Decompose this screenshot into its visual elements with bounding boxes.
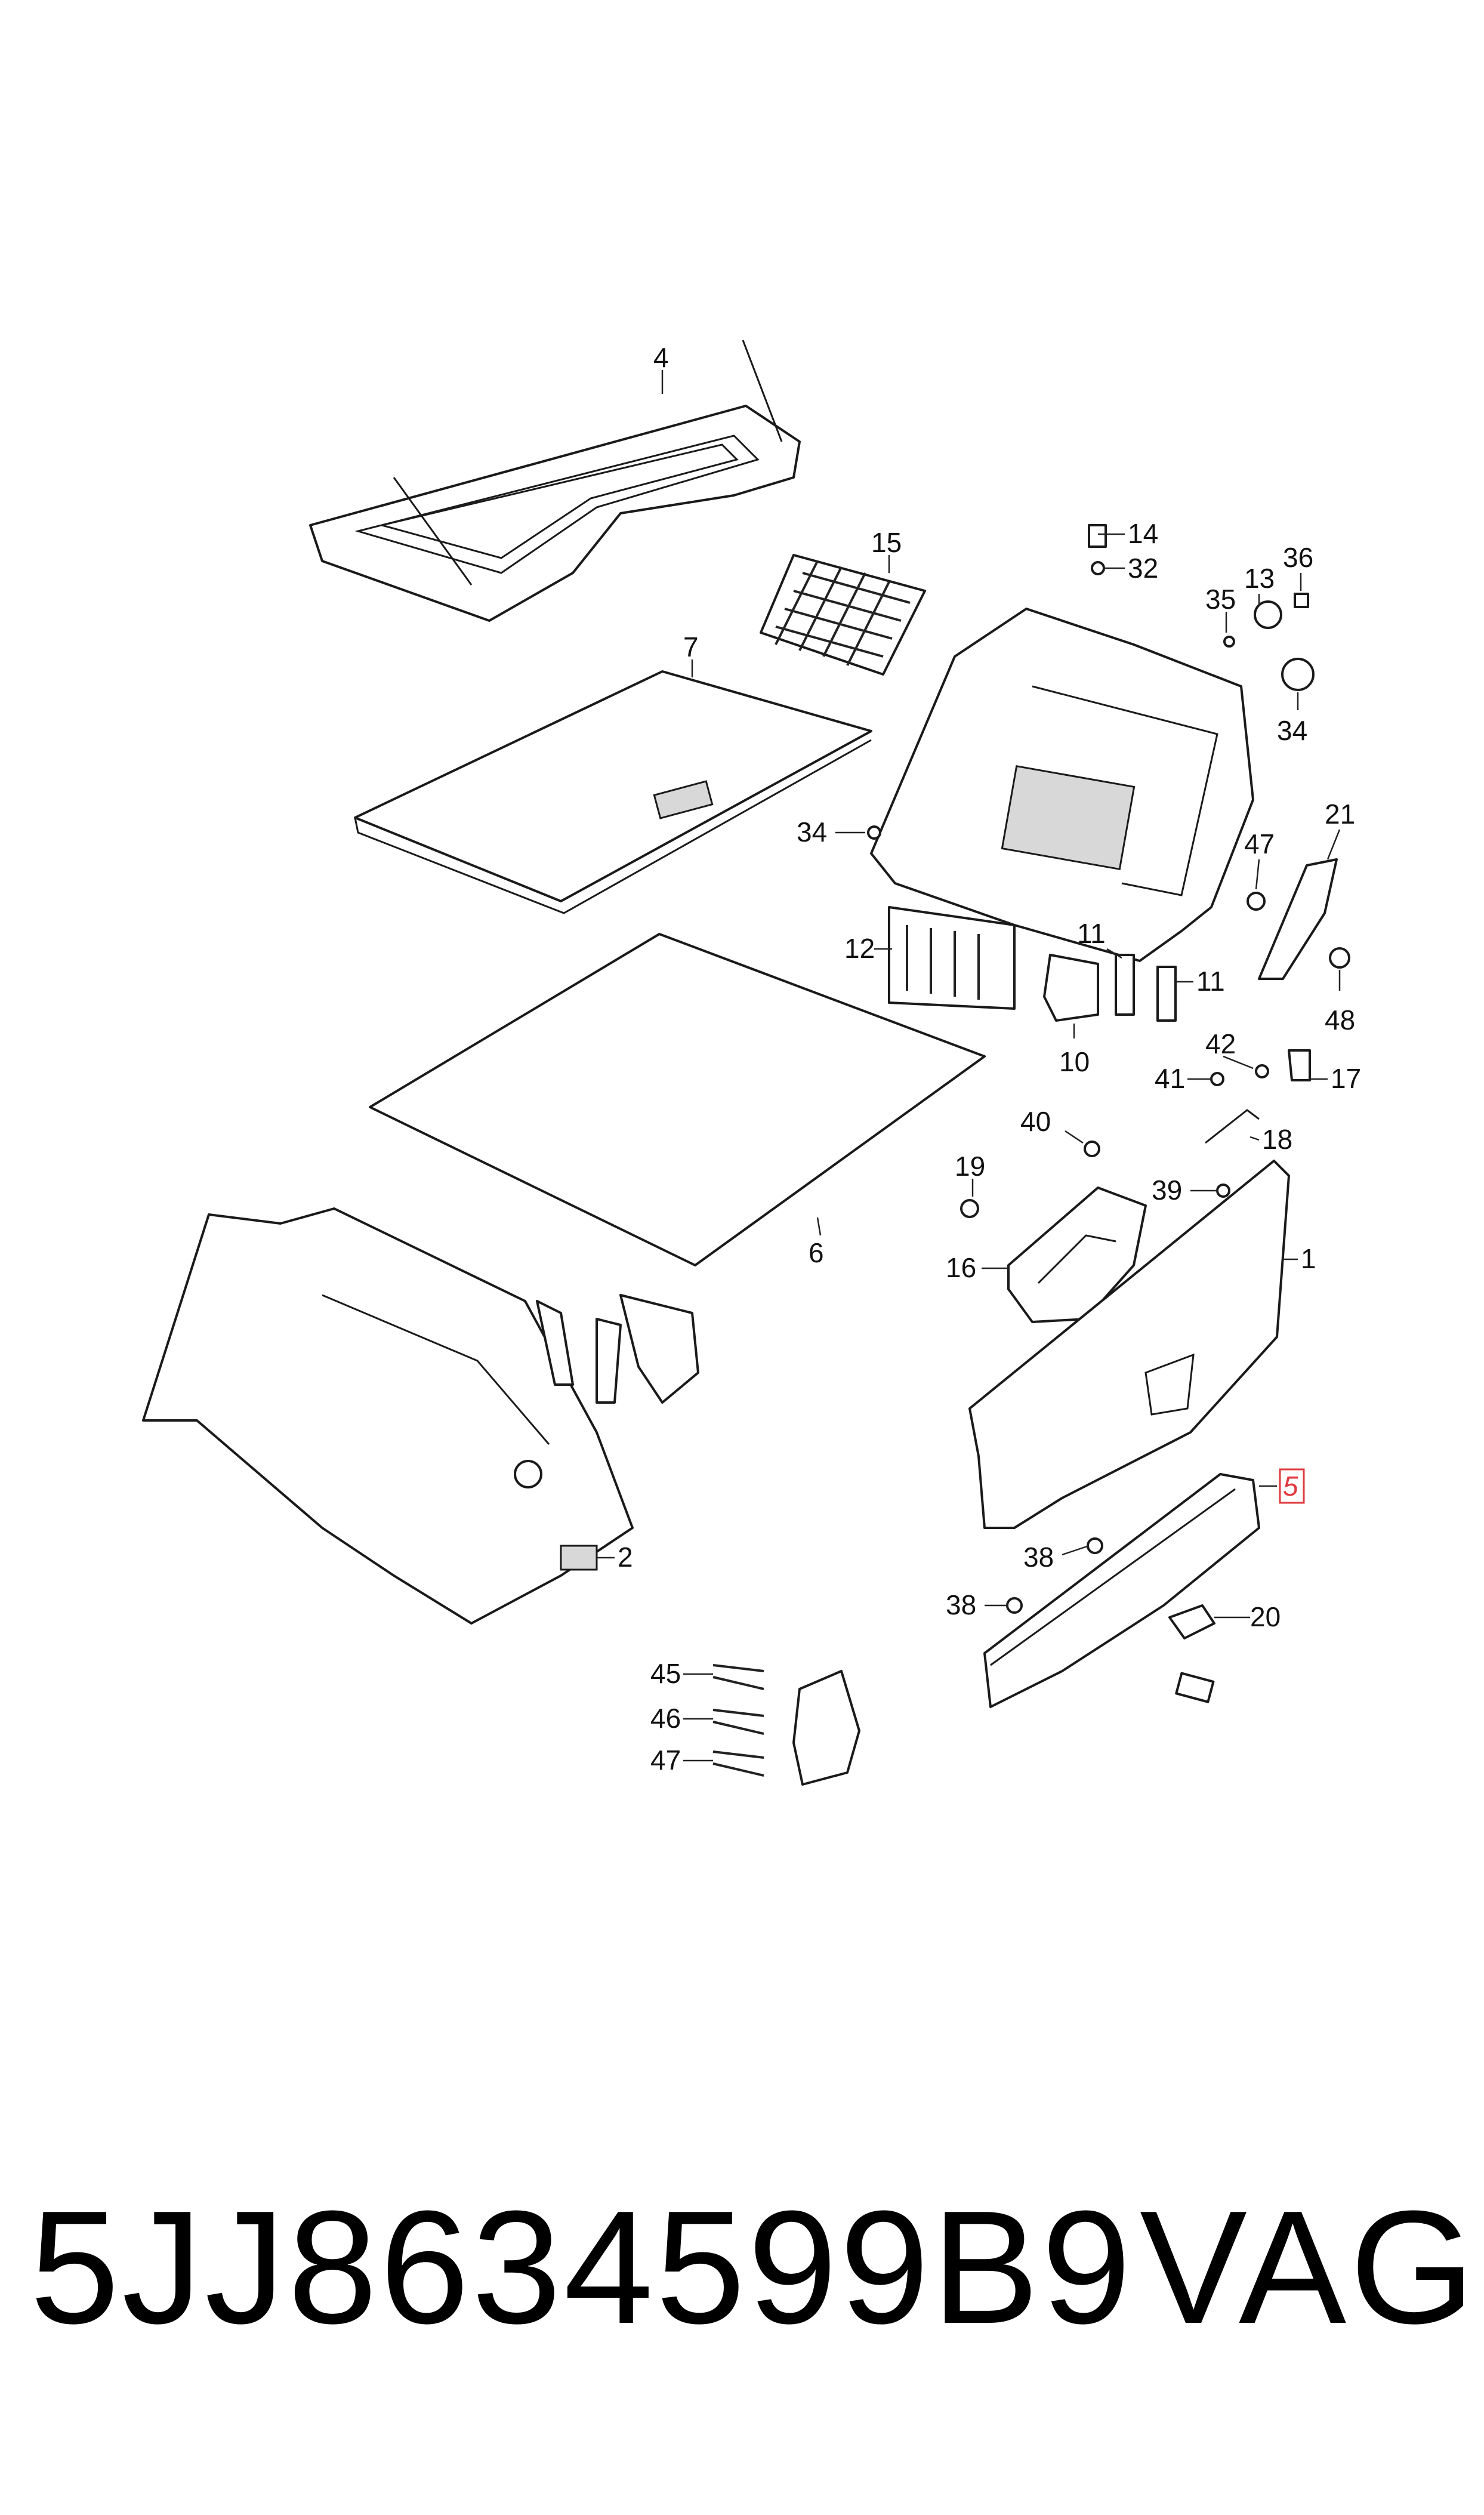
callout-5: 5	[1283, 1471, 1298, 1502]
callout-41: 41	[1155, 1063, 1185, 1094]
part-5-sill-panel	[983, 1473, 1260, 1708]
callout-45: 45	[650, 1658, 681, 1689]
part-16-storage-cover	[1007, 1186, 1147, 1323]
callout-4: 4	[653, 342, 669, 373]
callout-11-a: 11	[1077, 918, 1106, 949]
part-45-46-47-nets	[712, 1664, 860, 1786]
callout-19: 19	[955, 1151, 985, 1182]
part-6-floor-mat	[369, 933, 986, 1266]
callout-20: 20	[1250, 1601, 1281, 1632]
callout-34-left: 34	[797, 816, 827, 847]
brand-name: VAG	[1140, 2178, 1479, 2357]
part-2-left-side-trim	[142, 1207, 634, 1625]
callout-34-right: 34	[1277, 715, 1307, 746]
part-12-mesh-liner	[888, 906, 1016, 1010]
small-fasteners	[960, 1049, 1311, 1218]
callout-10: 10	[1059, 1046, 1090, 1077]
callout-13: 13	[1244, 563, 1275, 594]
callout-47-lower: 47	[650, 1745, 681, 1776]
callout-47: 47	[1244, 828, 1275, 859]
callout-12: 12	[844, 933, 875, 964]
footer: 5JJ8634599B9 VAG	[30, 2172, 1475, 2363]
part-10-11-brackets	[1043, 954, 1177, 1022]
callout-46: 46	[650, 1703, 681, 1734]
callout-15: 15	[871, 527, 902, 558]
callout-35: 35	[1205, 584, 1236, 615]
callout-40: 40	[1020, 1106, 1051, 1137]
callout-6: 6	[809, 1237, 824, 1268]
callout-48: 48	[1325, 1004, 1355, 1035]
callout-2: 2	[618, 1542, 633, 1573]
callout-16: 16	[946, 1252, 976, 1283]
callout-17: 17	[1331, 1063, 1361, 1094]
callout-39: 39	[1152, 1175, 1182, 1206]
callout-38-a: 38	[1023, 1542, 1054, 1573]
callout-7: 7	[683, 631, 699, 662]
callout-38-b: 38	[946, 1589, 976, 1620]
callout-1: 1	[1301, 1243, 1316, 1274]
callout-21: 21	[1325, 799, 1355, 830]
callout-labels: 4 15 7 14 32 13 36 35 34 34 21 47 48 12 …	[597, 342, 1361, 1776]
right-side-trim-upper	[870, 608, 1254, 962]
part-number: 5JJ8634599B9	[30, 2178, 1134, 2357]
left-brackets	[536, 1294, 699, 1404]
part-20-clip-plate	[1168, 1604, 1215, 1639]
part-4-parcel-shelf	[309, 340, 801, 622]
callout-32: 32	[1128, 553, 1158, 584]
part-15-cargo-net	[760, 554, 926, 676]
callout-14: 14	[1128, 518, 1158, 549]
part-7-floor-panel	[354, 670, 872, 914]
callout-5-highlight-box	[1279, 1468, 1305, 1504]
part-1-tailgate-trim	[968, 1160, 1290, 1529]
callout-18: 18	[1262, 1124, 1292, 1155]
part-21-trim-piece	[867, 524, 1350, 980]
callout-42: 42	[1205, 1028, 1236, 1059]
callout-36: 36	[1283, 542, 1313, 573]
callout-11-b: 11	[1196, 966, 1225, 997]
